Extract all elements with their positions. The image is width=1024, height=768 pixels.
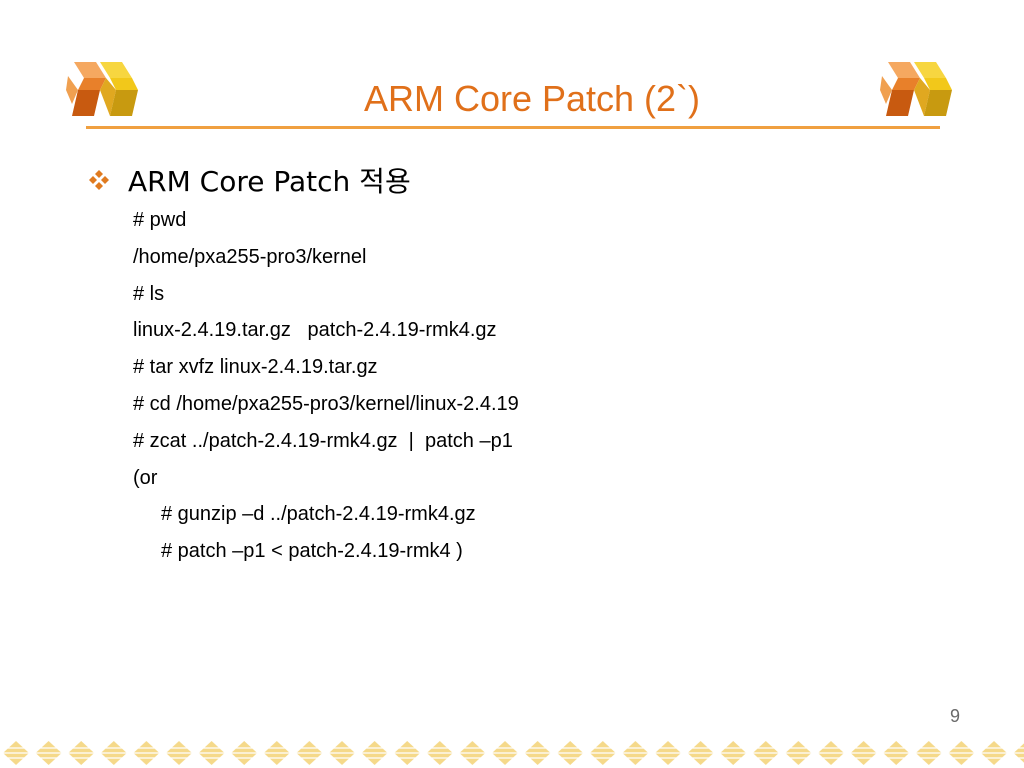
page-number: 9 xyxy=(949,706,960,726)
title-divider xyxy=(86,126,940,129)
command-line: # tar xvfz linux-2.4.19.tar.gz xyxy=(133,356,378,379)
command-line: /home/pxa255-pro3/kernel xyxy=(133,245,367,268)
book-blocks-logo-icon xyxy=(880,62,952,116)
command-line: # zcat ../patch-2.4.19-rmk4.gz | patch –… xyxy=(133,429,513,452)
command-line: # gunzip –d ../patch-2.4.19-rmk4.gz xyxy=(161,503,476,526)
book-blocks-logo-icon xyxy=(66,62,138,116)
bullet-text: ARM Core Patch 적용 xyxy=(128,165,411,198)
command-line: # patch –p1 < patch-2.4.19-rmk4 ) xyxy=(161,540,463,563)
command-line: # cd /home/pxa255-pro3/kernel/linux-2.4.… xyxy=(133,392,519,415)
command-line: # pwd xyxy=(133,209,187,231)
command-list: # pwd /home/pxa255-pro3/kernel # ls linu… xyxy=(133,202,519,570)
command-line: # ls xyxy=(133,282,165,305)
slide-title: ARM Core Patch (2`) xyxy=(363,78,701,119)
command-line: (or xyxy=(133,466,158,489)
footer-pattern xyxy=(0,738,1024,768)
four-diamond-bullet-icon xyxy=(89,170,109,190)
command-line: linux-2.4.19.tar.gz patch-2.4.19-rmk4.gz xyxy=(133,319,497,342)
bullet-item: ARM Core Patch 적용 xyxy=(88,160,411,200)
